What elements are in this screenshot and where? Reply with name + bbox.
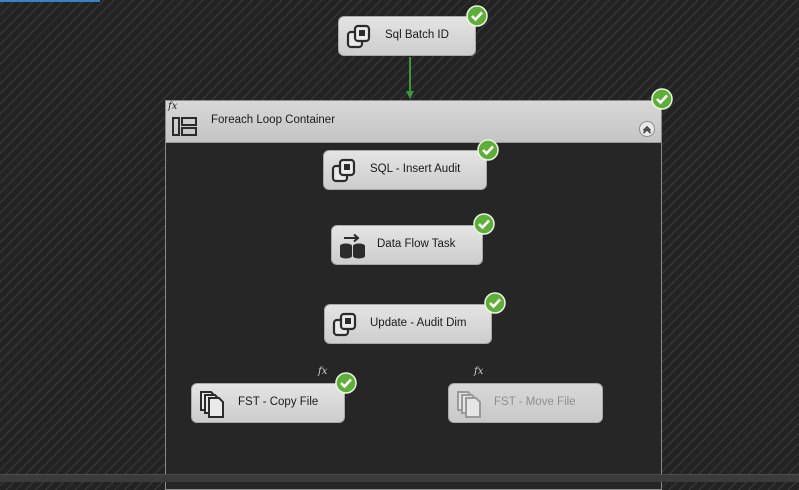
task-label: FST - Move File [494,396,576,408]
horizontal-scrollbar[interactable] [0,474,799,482]
collapse-button[interactable] [639,121,655,137]
success-check-icon [477,139,499,161]
task-data-flow[interactable]: Data Flow Task [331,225,483,265]
task-sql-batch-id[interactable]: Sql Batch ID [338,16,476,56]
task-label: SQL - Insert Audit [370,163,461,175]
task-label: FST - Copy File [238,396,319,408]
task-sql-insert-audit[interactable]: SQL - Insert Audit [323,150,487,190]
selection-indicator [0,0,100,2]
success-check-icon [473,213,495,235]
task-label: Update - Audit Dim [370,317,467,329]
task-label: Data Flow Task [377,238,456,250]
execute-sql-icon [330,157,358,185]
execute-sql-icon [331,311,359,339]
container-header[interactable]: fx Foreach Loop Container [166,101,661,143]
file-system-icon [455,390,483,418]
success-check-icon [466,5,488,27]
success-check-icon [335,372,357,394]
data-flow-icon [338,232,366,260]
success-check-icon [651,88,673,110]
expression-marker-icon: fx [318,366,328,377]
container-title: Foreach Loop Container [211,114,336,126]
task-fst-move-file[interactable]: FST - Move File [448,383,603,423]
chevron-up-icon [642,125,652,134]
file-system-icon [198,390,226,418]
foreach-loop-icon [170,109,200,137]
task-label: Sql Batch ID [385,29,449,41]
expression-marker-icon: fx [474,366,484,377]
execute-sql-icon [345,23,373,51]
expression-marker-icon: fx [168,101,178,112]
task-fst-copy-file[interactable]: FST - Copy File [191,383,345,423]
task-update-audit-dim[interactable]: Update - Audit Dim [324,304,492,344]
success-check-icon [484,292,506,314]
